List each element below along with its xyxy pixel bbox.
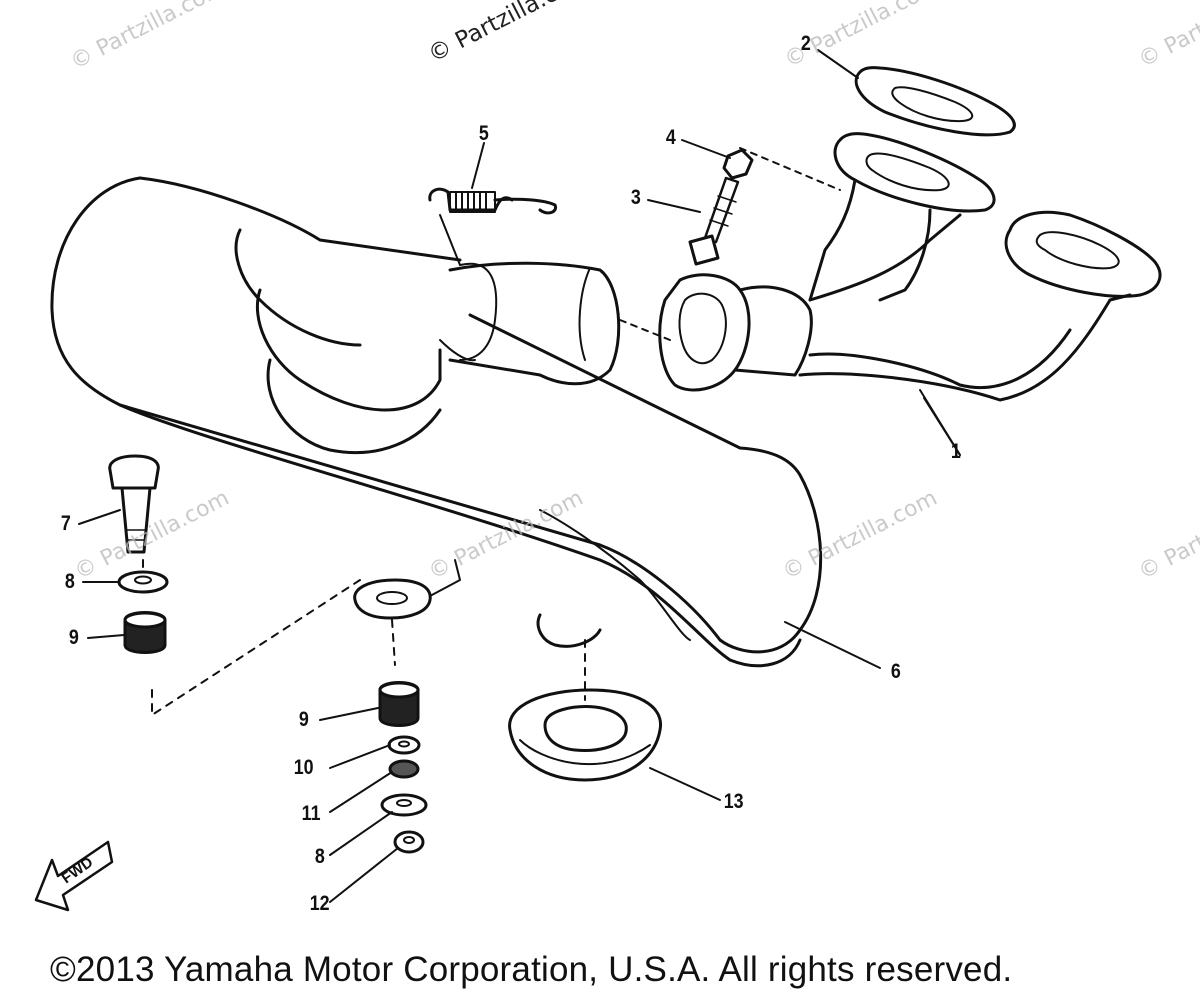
callout-6: 6 — [890, 660, 901, 683]
callout-9: 9 — [68, 626, 79, 649]
fwd-label: FWD — [59, 854, 97, 888]
callout-4: 4 — [665, 126, 676, 149]
damper-9-lower — [378, 681, 420, 727]
bolt-3 — [688, 176, 740, 266]
muffler-body — [50, 176, 823, 668]
callout-5: 5 — [478, 122, 489, 145]
joint-sleeve — [439, 261, 671, 386]
callout-8: 8 — [64, 570, 75, 593]
callout-10: 10 — [293, 756, 314, 779]
callout-1: 1 — [950, 440, 961, 463]
washer-8-lower — [380, 793, 428, 817]
washer-8-upper — [117, 570, 169, 594]
callout-11: 11 — [301, 802, 321, 825]
assembly-lines — [142, 559, 586, 716]
washer-10 — [387, 735, 421, 755]
bolt-7 — [108, 454, 160, 554]
damper-9-upper — [123, 611, 167, 654]
callout-2: 2 — [800, 32, 811, 55]
mount-bracket — [353, 559, 461, 620]
spring-5 — [428, 187, 558, 266]
copyright-notice: ©2013 Yamaha Motor Corporation, U.S.A. A… — [50, 950, 1013, 989]
callout-7: 7 — [60, 512, 71, 535]
callout-9-lower: 9 — [298, 708, 309, 731]
washer-12 — [393, 830, 425, 854]
leader-lines — [78, 49, 961, 903]
callout-13: 13 — [723, 790, 744, 813]
nut-11 — [388, 759, 420, 779]
nut-4 — [722, 148, 754, 180]
grommet-13 — [508, 688, 663, 782]
fwd-arrow-icon — [34, 840, 114, 912]
exhaust-pipe — [658, 132, 1162, 456]
gasket — [739, 66, 1016, 191]
callout-12: 12 — [309, 892, 330, 915]
callout-8-lower: 8 — [314, 845, 325, 868]
callout-3: 3 — [630, 186, 641, 209]
